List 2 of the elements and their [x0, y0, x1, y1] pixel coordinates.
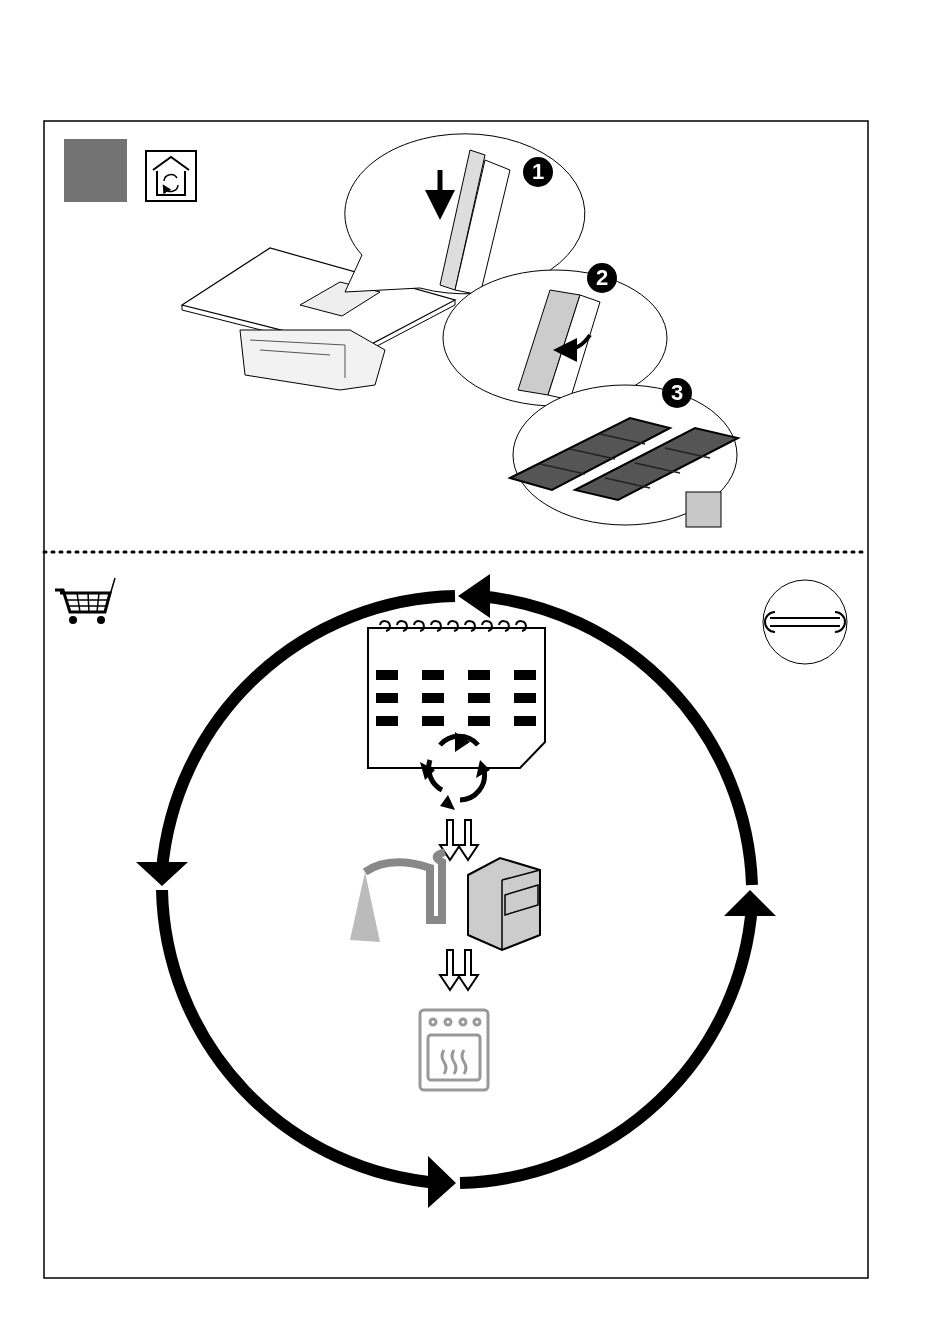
- callout-number: 2: [587, 263, 617, 293]
- callout-number: 3: [662, 378, 692, 408]
